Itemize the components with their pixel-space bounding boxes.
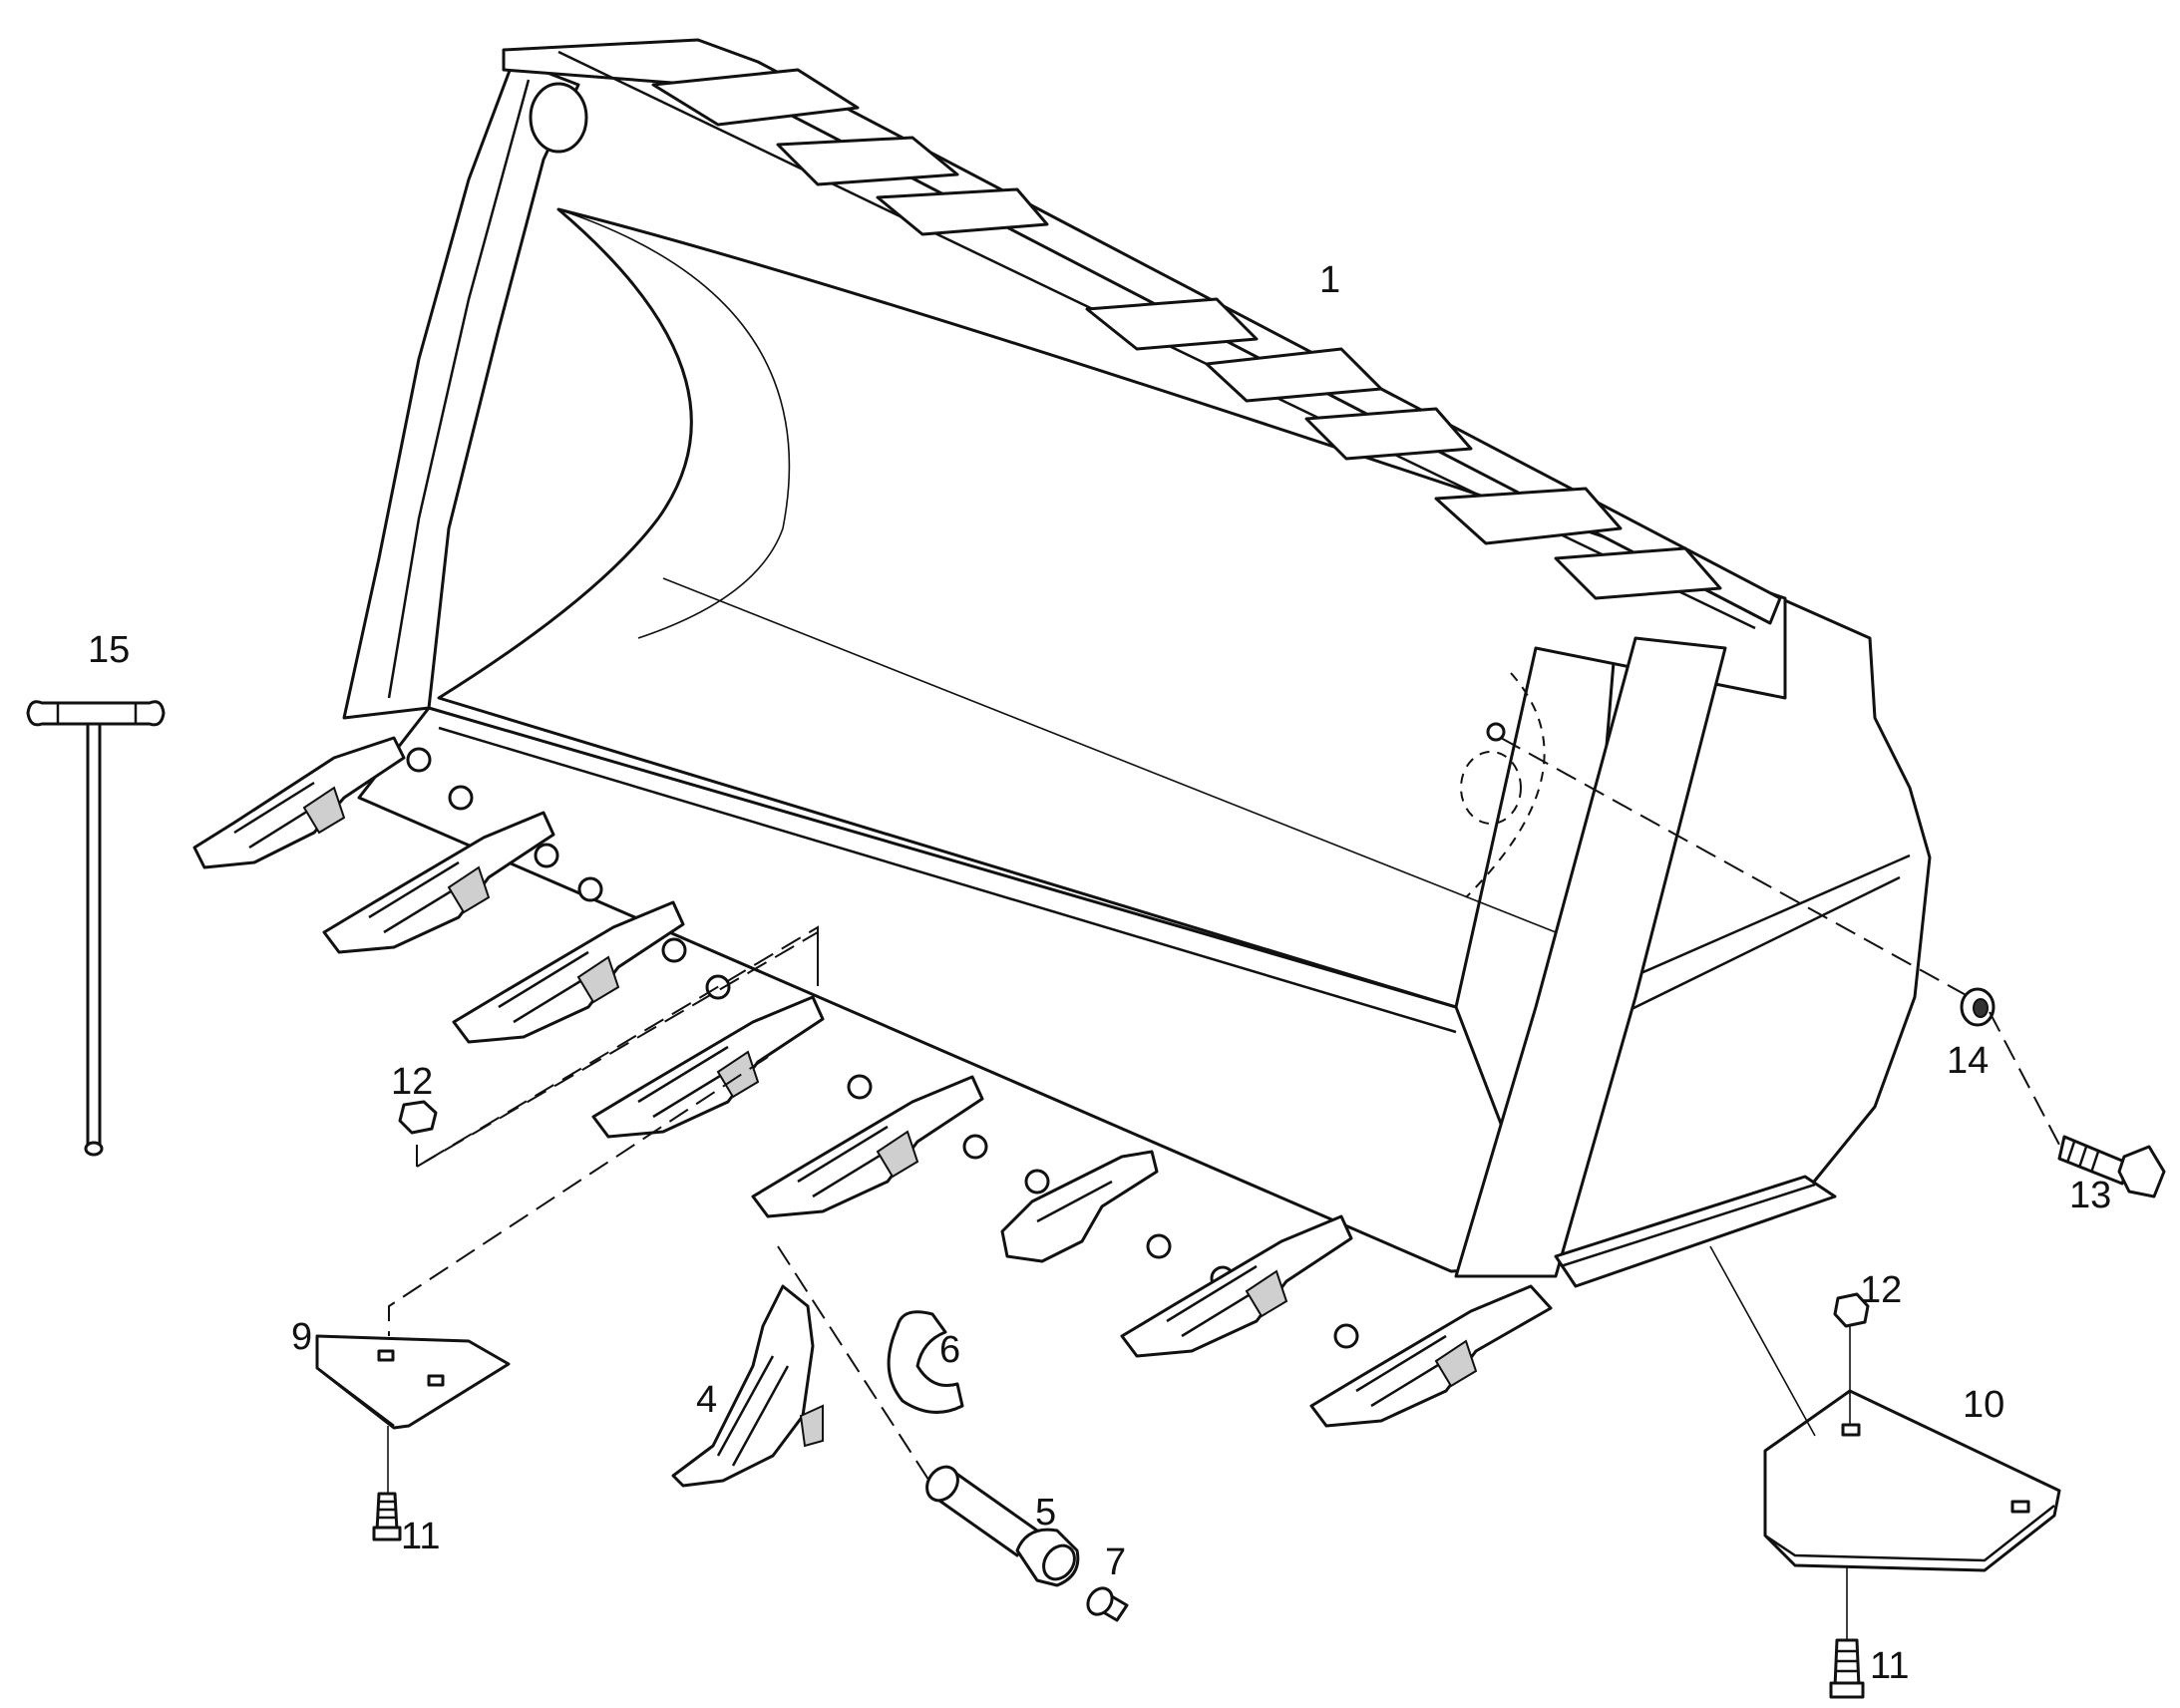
callout-7: 7 [1105, 1541, 1127, 1583]
callout-4: 4 [696, 1379, 718, 1421]
loose-tooth [671, 1284, 824, 1488]
callout-13: 13 [2069, 1175, 2112, 1216]
callout-11-small-plate: 11 [401, 1516, 441, 1557]
callout-12-left: 12 [391, 1061, 434, 1103]
callout-9: 9 [291, 1316, 313, 1358]
washer [1960, 987, 1996, 1027]
retainer [887, 1310, 964, 1414]
callout-6: 6 [939, 1329, 961, 1371]
bucket-teeth [192, 736, 1553, 1428]
bushing [1086, 1586, 1129, 1622]
callout-1: 1 [1319, 259, 1341, 301]
locking-pin [925, 1465, 1080, 1587]
large-wear-plate [1763, 1389, 2061, 1572]
bucket-back-shell [437, 207, 1787, 1009]
bucket-left-side-wall [342, 58, 580, 720]
bucket-front-pillar [1454, 636, 1727, 1278]
t-handle-tool [26, 700, 166, 1157]
callout-10: 10 [1963, 1384, 2005, 1426]
callout-15: 15 [88, 629, 131, 671]
bolt-large-plate [1829, 1638, 1865, 1699]
callout-5: 5 [1035, 1492, 1057, 1534]
nut-left [398, 1100, 438, 1135]
bucket [342, 38, 1932, 1288]
leader-lines [387, 737, 2060, 1640]
small-wear-plate [315, 1334, 511, 1430]
callout-11-large-plate: 11 [1870, 1645, 1910, 1687]
bolt-small-plate [372, 1492, 402, 1541]
callout-14: 14 [1947, 1040, 1990, 1082]
nut-right [1833, 1292, 1870, 1328]
callout-12-right: 12 [1860, 1269, 1903, 1311]
side-bolt [2057, 1135, 2166, 1198]
bucket-top-rail [502, 38, 1782, 625]
